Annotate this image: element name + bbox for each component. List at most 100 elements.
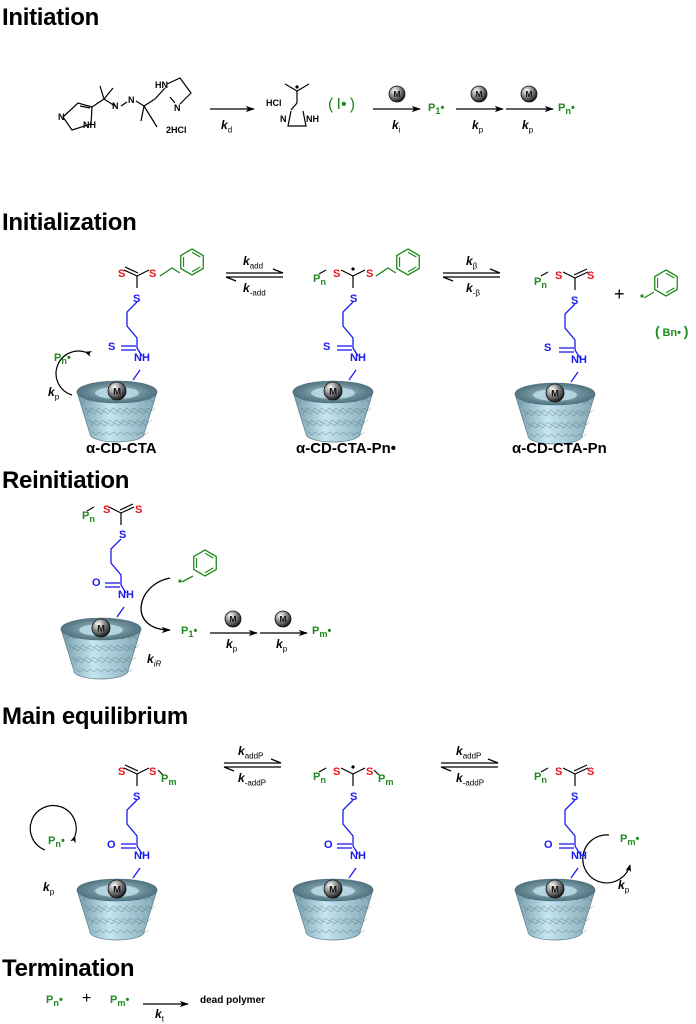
equilibrium-arrow-kbeta bbox=[442, 268, 501, 282]
atom-S-linker-reinit: S bbox=[119, 529, 127, 541]
atom-S-amide-2: S bbox=[323, 341, 331, 353]
rate-constant-k-minus-addP-1: k-addP bbox=[238, 771, 267, 788]
radical-dot bbox=[351, 765, 355, 769]
section-title-termination: Termination bbox=[2, 955, 135, 982]
section-title-reinitiation: Reinitiation bbox=[2, 467, 130, 494]
atom-S-thione-reinit: S bbox=[135, 504, 143, 516]
atom-HN-right: HN bbox=[155, 80, 168, 90]
benzyl-ring-2 bbox=[396, 248, 420, 276]
atom-S-linker-me2: S bbox=[350, 791, 358, 803]
radical-salt: HCl bbox=[266, 98, 282, 108]
monomer-label: M bbox=[394, 89, 401, 99]
monomer-ball-icon: M bbox=[388, 85, 406, 103]
rate-constant-k-minus-addP-2: k-addP bbox=[456, 771, 485, 788]
Pn-intermediate: Pn bbox=[313, 273, 326, 288]
caption-alpha-CD-CTA-Pn: α-CD-CTA-Pn bbox=[512, 440, 607, 457]
azo-initiator-structure bbox=[62, 77, 192, 131]
radical-Pm-term: Pm• bbox=[110, 994, 130, 1009]
radical-Pn-attack-1: Pn• bbox=[54, 352, 71, 367]
section-title-initialization: Initialization bbox=[2, 209, 137, 236]
section-title-main-equilibrium: Main equilibrium bbox=[2, 703, 188, 730]
plus-sign-init: + bbox=[614, 284, 625, 304]
Pm-me1: Pm bbox=[161, 773, 177, 788]
monomer-label: M bbox=[551, 388, 559, 399]
caption-alpha-CD-CTA-Pn-radical: α-CD-CTA-Pn• bbox=[296, 440, 397, 457]
monomer-ball-icon: M bbox=[323, 879, 343, 899]
atom-NH-2: NH bbox=[350, 352, 366, 364]
atom-S-amide-1: S bbox=[108, 341, 116, 353]
rate-constant-kp-2: kp bbox=[522, 118, 534, 135]
atom-S-linker-me1: S bbox=[133, 791, 141, 803]
monomer-ball-icon: M bbox=[91, 618, 111, 638]
monomer-ball-icon: M bbox=[323, 381, 343, 401]
monomer-label: M bbox=[113, 884, 121, 895]
atom-NH-radical: NH bbox=[306, 114, 319, 124]
atom-S-thione-me3: S bbox=[587, 766, 595, 778]
atom-S-right-me2: S bbox=[366, 766, 374, 778]
monomer-ball-icon: M bbox=[224, 610, 242, 628]
equilibrium-arrow-kadd bbox=[225, 268, 284, 282]
monomer-ball-icon: M bbox=[520, 85, 538, 103]
atom-NH-reinit: NH bbox=[118, 589, 134, 601]
alpha-CD-CTA-structure: M bbox=[76, 266, 158, 443]
monomer-ball-icon: M bbox=[470, 85, 488, 103]
radical-Pn-term: Pn• bbox=[46, 994, 63, 1009]
atom-S-left-me2: S bbox=[333, 766, 341, 778]
atom-N-right: N bbox=[174, 103, 181, 113]
circular-arrow-kp bbox=[55, 350, 93, 396]
monomer-label: M bbox=[526, 89, 533, 99]
monomer-label: M bbox=[280, 614, 287, 624]
atom-S-thioether-3: S bbox=[555, 270, 563, 282]
rate-constant-kiR: kiR bbox=[147, 652, 162, 669]
atom-S-thioether-1: S bbox=[149, 268, 157, 280]
monomer-label: M bbox=[329, 386, 337, 397]
radical-dot bbox=[295, 85, 299, 89]
radical-Pm-reinit: Pm• bbox=[312, 625, 332, 640]
monomer-ball-icon: M bbox=[107, 381, 127, 401]
benzyl-radical-label: ( Bn• ) bbox=[655, 323, 689, 339]
monomer-label: M bbox=[476, 89, 483, 99]
radical-P1: P1• bbox=[428, 102, 445, 117]
atom-S-left-2: S bbox=[333, 268, 341, 280]
atom-NH-3: NH bbox=[571, 354, 587, 366]
equilibrium-arrow-kaddP-1 bbox=[223, 758, 282, 772]
monomer-label: M bbox=[97, 623, 105, 634]
cyclodextrin-cup-icon: M bbox=[514, 382, 596, 445]
radical-Pn: Pn• bbox=[558, 102, 575, 117]
radical-Pn-me1: Pn• bbox=[48, 835, 65, 850]
atom-S-thione-1: S bbox=[118, 268, 126, 280]
cyclodextrin-cup-icon: M bbox=[60, 617, 142, 680]
atom-O-reinit: O bbox=[92, 577, 101, 589]
caption-alpha-CD-CTA: α-CD-CTA bbox=[86, 440, 157, 457]
rate-constant-kt: kt bbox=[155, 1007, 164, 1024]
cyclodextrin-cup-icon: M bbox=[292, 380, 374, 443]
circular-arrow-kp-right bbox=[582, 834, 632, 884]
radical-dot bbox=[178, 579, 182, 583]
benzyl-ring-reinit bbox=[193, 549, 217, 577]
atom-O-me2: O bbox=[324, 839, 333, 851]
curved-arrow-kiR bbox=[140, 577, 171, 634]
rate-constant-kadd: kadd bbox=[243, 254, 264, 271]
section-title-initiation: Initiation bbox=[2, 4, 99, 31]
alpha-CD-CTA-Pn-structure: M bbox=[514, 268, 596, 445]
initiator-radical-label: ( I• ) bbox=[328, 96, 356, 113]
radical-dot bbox=[351, 267, 355, 271]
rate-constant-ki: ki bbox=[392, 118, 401, 135]
atom-O-me3: O bbox=[544, 839, 553, 851]
atom-NH-me1: NH bbox=[134, 850, 150, 862]
atom-S-right-2: S bbox=[366, 268, 374, 280]
dead-polymer-label: dead polymer bbox=[200, 995, 266, 1006]
atom-S-thioether-me3: S bbox=[555, 766, 563, 778]
plus-sign-term: + bbox=[82, 990, 92, 1007]
rate-constant-kaddP: kaddP bbox=[238, 744, 264, 761]
rate-constant-kp-reinit-2: kp bbox=[276, 637, 288, 654]
monomer-ball-icon: M bbox=[274, 610, 292, 628]
rate-constant-k-minus-add: k-add bbox=[243, 281, 266, 298]
alpha-CD-CTA-Pn-radical-structure: M bbox=[292, 267, 374, 443]
monomer-label: M bbox=[113, 386, 121, 397]
atom-NH-left: NH bbox=[83, 120, 96, 130]
atom-S-thione-3: S bbox=[587, 270, 595, 282]
rate-constant-k-minus-beta: k-β bbox=[466, 281, 480, 298]
radical-Pm-me3: Pm• bbox=[620, 833, 640, 848]
